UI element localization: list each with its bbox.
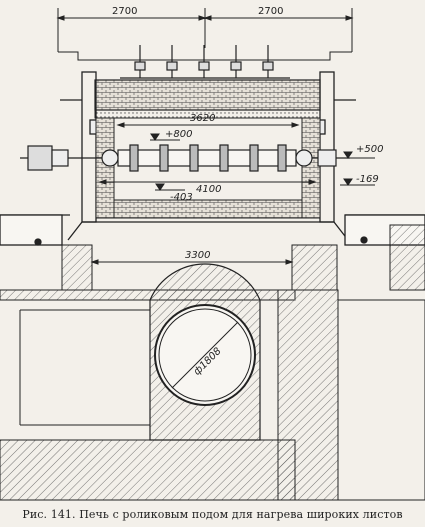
dim-roll-length: 4100 [196,184,221,195]
dim-inner-line [116,122,300,128]
level-roll: +800 [165,129,192,140]
support-structure [0,214,425,246]
foundation [0,224,425,501]
hearth-roll [20,144,350,172]
dim-top-right: 2700 [258,6,283,17]
dim-inner-width: 3620 [190,113,215,124]
figure-caption: Рис. 141. Печь с роликовым подом для наг… [22,508,403,521]
dim-top-left: 2700 [112,6,137,17]
furnace-technical-drawing: 2700 2700 [0,6,425,501]
top-dimension [56,8,354,61]
dim-roll-line [98,179,317,185]
burner-row [120,45,290,79]
chamber-walls [95,117,321,219]
level-marks [150,133,375,191]
level-right-bottom: -169 [356,174,379,185]
dim-pit-width: 3300 [185,250,210,261]
level-right-top: +500 [356,144,383,155]
flue-pipe [19,263,261,441]
level-bottom: -403 [170,192,193,203]
dim-pit-line [90,259,294,265]
